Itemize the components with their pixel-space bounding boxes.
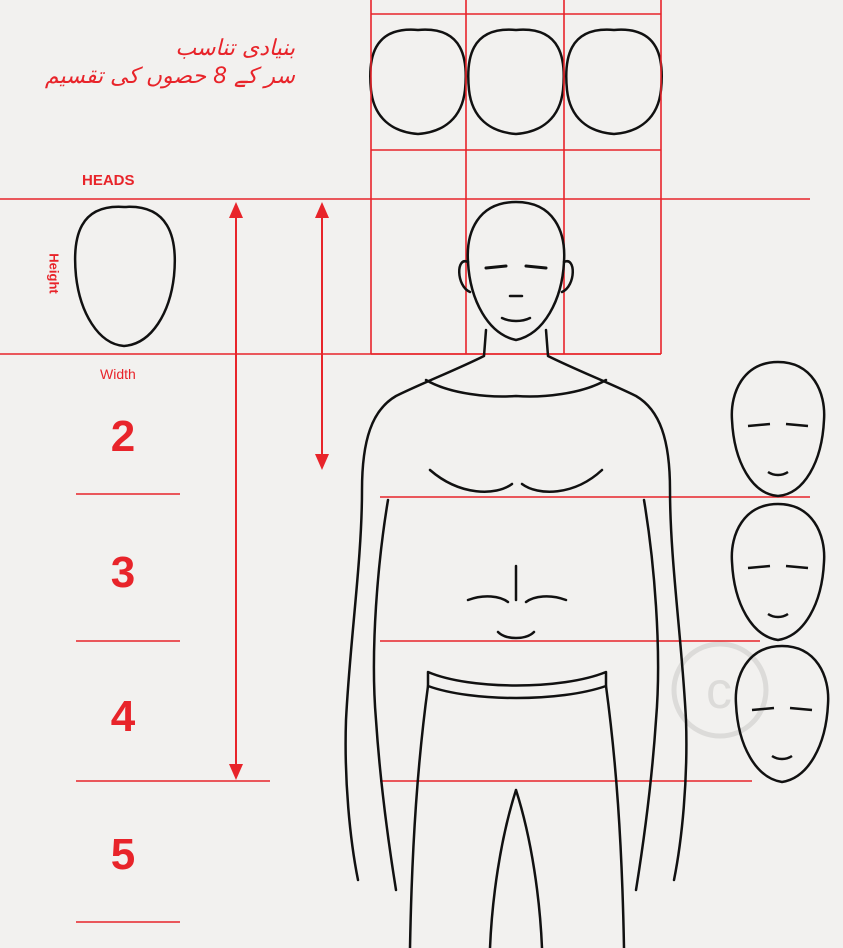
head-outline-2 <box>468 30 564 134</box>
head-count-3: 3 <box>80 548 166 598</box>
head-outline-left <box>75 207 175 346</box>
head-outline-3 <box>566 30 662 134</box>
human-figure <box>346 202 687 948</box>
heads-label: HEADS <box>82 172 135 189</box>
side-head-3 <box>736 646 828 782</box>
side-heads <box>732 362 828 782</box>
heads-width-grid <box>370 0 662 354</box>
arrow-down-short <box>315 454 329 470</box>
width-label: Width <box>100 366 136 382</box>
figure-waistband <box>428 672 606 698</box>
title-line-1: بنیادی تناسب <box>175 36 295 62</box>
figure-head <box>468 202 564 340</box>
head-outline-1 <box>370 30 466 134</box>
head-count-2: 2 <box>80 412 166 462</box>
head-count-4: 4 <box>80 692 166 742</box>
head-count-5: 5 <box>80 830 166 880</box>
side-head-2 <box>732 504 824 640</box>
arrows <box>229 202 329 780</box>
arrow-up-long <box>229 202 243 218</box>
title-line-2: سر کے 8 حصوں کی تقسیم <box>45 64 295 90</box>
arrow-down-long <box>229 764 243 780</box>
arrow-up-short <box>315 202 329 218</box>
height-label: Height <box>47 253 62 293</box>
svg-text:c: c <box>706 662 732 720</box>
side-head-1 <box>732 362 824 496</box>
